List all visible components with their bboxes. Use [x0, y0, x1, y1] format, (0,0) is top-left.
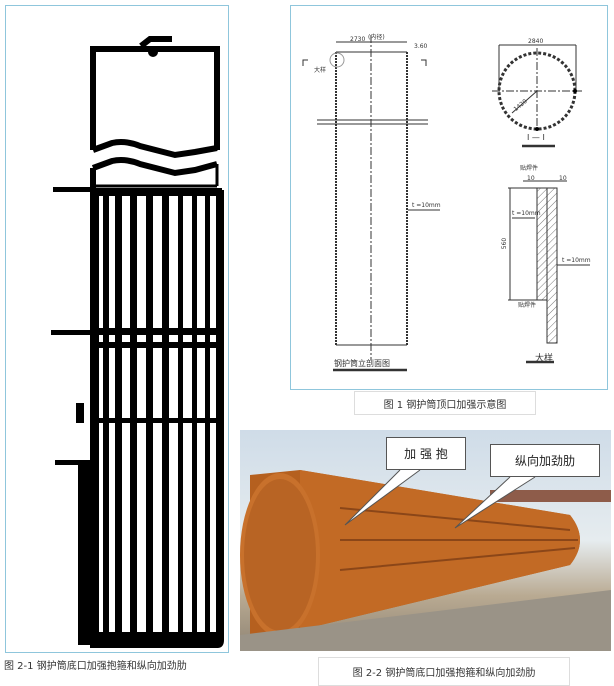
hoop-bands [93, 188, 221, 642]
leader-arms [51, 187, 91, 645]
callout-rib: 纵向加劲肋 [490, 444, 600, 477]
section-title: 钢护筒立剖面图 [334, 359, 390, 368]
detail-title: 大样 [535, 354, 554, 364]
detail-mark-left: 大样 [314, 67, 327, 74]
thickness-detail: t =10mm [562, 257, 591, 264]
thickness-main: t =10mm [412, 202, 441, 209]
offset-dim: 3.60 [414, 43, 428, 50]
section-mark: I — I [527, 133, 545, 142]
casing-photo [240, 430, 611, 651]
inner-diameter-dim: 2730 [350, 36, 366, 43]
figure-2-2-caption: 图 2-2 钢护筒底口加强抱箍和纵向加劲肋 [318, 657, 570, 686]
weld-plate-bottom-label: 贴焊件 [518, 302, 537, 309]
left-drawing-frame [5, 5, 229, 653]
weld-plate-top-label: 贴焊件 [520, 165, 539, 172]
inner-diameter-note: (内径) [368, 34, 385, 41]
figure-2-1-caption: 图 2-1 钢护筒底口加强抱箍和纵向加劲肋 [4, 661, 187, 672]
callout-hoop: 加 强 抱 [386, 437, 466, 470]
lifting-lug-icon [148, 47, 158, 57]
outer-diameter-dim: 2840 [528, 38, 544, 45]
thickness-inner: t =10mm [512, 210, 541, 217]
figure-1-caption: 图 1 钢护筒顶口加强示意图 [354, 391, 536, 415]
dim-left: 10 [527, 175, 535, 182]
dim-right: 10 [559, 175, 567, 182]
top-drawing-frame [290, 5, 608, 390]
longitudinal-ribs [90, 188, 222, 646]
